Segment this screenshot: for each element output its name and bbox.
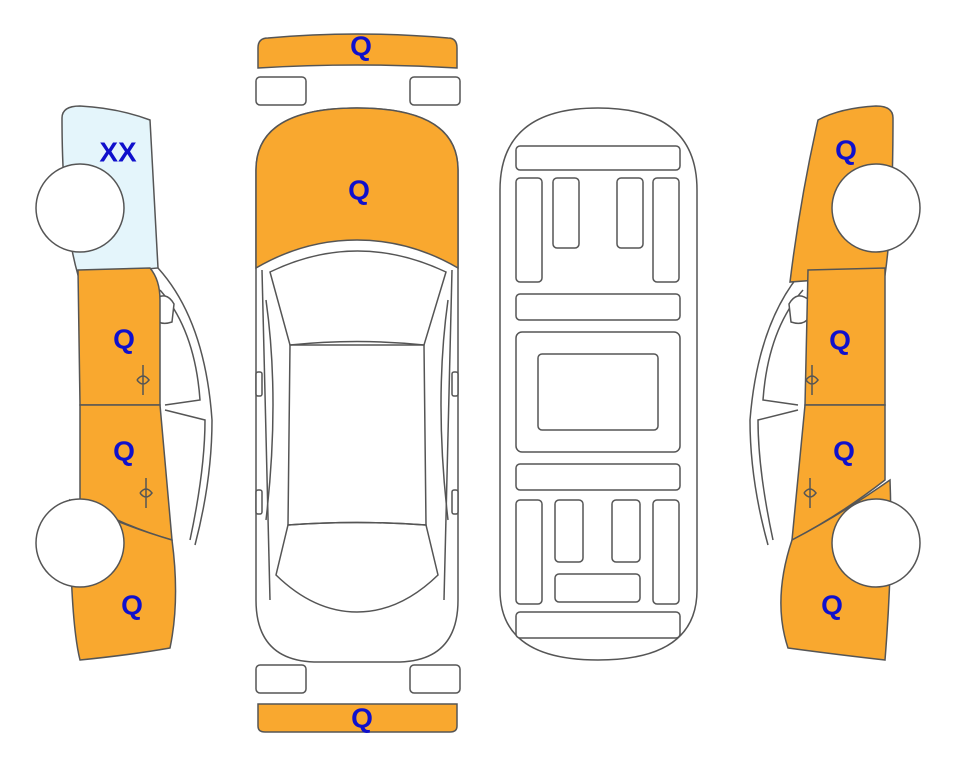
under-rear-box: [554, 573, 641, 603]
mirror-right: [451, 371, 459, 397]
under-rear-right: [652, 499, 680, 605]
left-front-door-panel[interactable]: [77, 267, 161, 406]
under-rear-mid-l: [554, 499, 584, 563]
label-hood: Q: [348, 175, 370, 206]
handle-left-rear: [255, 489, 263, 515]
rear-right-light: [409, 664, 461, 694]
right-rear-handle: [803, 478, 817, 508]
under-rear-mid-r: [611, 499, 641, 563]
under-front-mid-r: [616, 177, 644, 249]
under-rear-left: [515, 499, 543, 605]
top-rear-window: [275, 521, 439, 613]
left-front-wheel: [35, 163, 125, 253]
under-center-box: [537, 353, 659, 431]
under-front-right: [652, 177, 680, 283]
hood-panel[interactable]: [255, 107, 459, 270]
right-side-window-line2: [757, 409, 799, 541]
rear-bumper-panel[interactable]: [257, 703, 458, 733]
label-right-rear-door: Q: [833, 436, 855, 467]
right-mirror: [788, 295, 810, 325]
front-bumper-panel[interactable]: [257, 33, 458, 69]
top-side-line-right: [443, 269, 453, 601]
left-front-handle: [136, 365, 150, 395]
right-side-view: [749, 105, 921, 661]
under-rear-bar: [515, 611, 681, 639]
top-side-line-left: [261, 269, 271, 601]
right-side-glass: [749, 267, 806, 546]
damage-labels: Q Q Q XX Q Q Q Q Q Q Q: [99, 31, 857, 734]
label-right-rear-quarter: Q: [821, 590, 843, 621]
handle-right-rear: [451, 489, 459, 515]
top-view: [255, 33, 461, 733]
label-right-front-fender: Q: [835, 135, 857, 166]
mirror-left: [255, 371, 263, 397]
front-left-light: [255, 76, 307, 106]
under-front-mid-l: [552, 177, 580, 249]
top-windshield: [269, 250, 447, 346]
label-left-front-fender: XX: [99, 137, 137, 168]
right-front-handle: [805, 365, 819, 395]
label-left-front-door: Q: [113, 324, 135, 355]
rear-left-light: [255, 664, 307, 694]
front-right-light: [409, 76, 461, 106]
right-rear-wheel: [831, 498, 921, 588]
under-front-bar: [515, 145, 681, 171]
left-rear-handle: [139, 478, 153, 508]
top-a-left: [265, 299, 274, 521]
label-front-bumper: Q: [350, 31, 372, 62]
left-side-glass: [157, 267, 213, 546]
under-front-left: [515, 177, 543, 283]
label-left-rear-door: Q: [113, 436, 135, 467]
label-left-rear-quarter: Q: [121, 590, 143, 621]
left-rear-wheel: [35, 498, 125, 588]
top-a-right: [440, 299, 449, 521]
left-side-view: [35, 105, 213, 661]
underside-view: [499, 107, 698, 661]
label-rear-bumper: Q: [351, 703, 373, 734]
label-right-front-door: Q: [829, 325, 851, 356]
under-cross-1: [515, 293, 681, 321]
under-cross-2: [515, 463, 681, 491]
right-front-wheel: [831, 163, 921, 253]
left-side-window-line2: [164, 409, 206, 541]
